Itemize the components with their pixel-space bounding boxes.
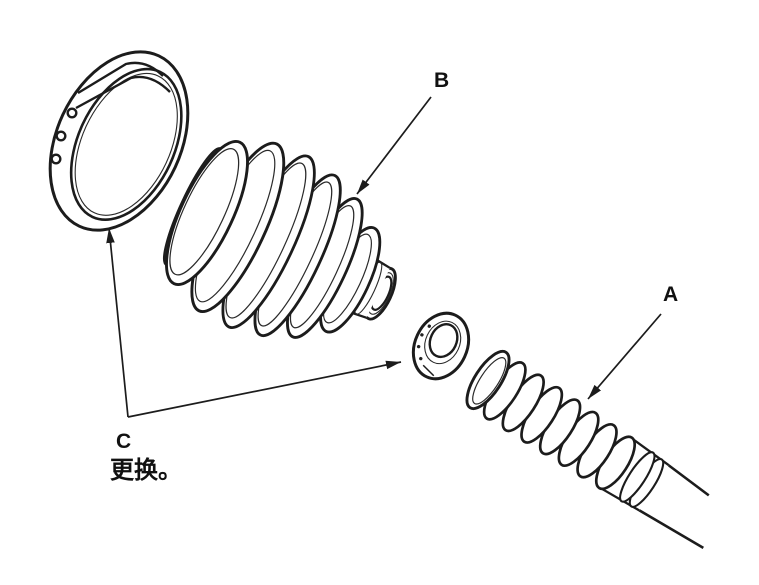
set-ring-seam [422,364,435,377]
set-ring-inner [428,323,459,359]
callout-label-a: A [663,283,679,306]
shaft-groove-ring [619,451,656,503]
shaft-top-edge [666,463,710,497]
set-ring-crimp-mark [427,324,431,328]
ridge-highlight [323,233,372,324]
boot-ridge-6 [319,226,382,334]
ridge-edge [319,226,382,334]
callout-b-arrow [356,96,432,195]
set-ring-crimp-mark [420,333,424,337]
ridge-highlight [289,204,355,329]
boot-ridge-1 [165,140,249,286]
ridge-highlight [194,149,276,303]
shaft-end-cap [465,349,511,411]
ridge-highlight [169,148,240,276]
shaft-end-cap-contour [472,357,507,405]
band-hole [50,153,62,165]
set-ring-crimp-mark [419,356,423,361]
ridge-edge [165,140,249,286]
callout-label-b: B [434,69,450,92]
boot-band-clamp [48,50,190,232]
callout-a-arrow [587,313,662,400]
replace-note: 更换。 [110,457,182,484]
ridge-edge [286,197,364,339]
band-buckle-lower-edge [75,75,171,110]
band-hole [66,107,78,119]
drive-shaft [465,349,710,549]
set-ring [411,311,471,381]
set-ring-inner-contour [424,320,462,365]
ridge-edge [190,141,286,313]
callout-c-arrow-to-band [106,227,129,418]
boot-neck-step [354,261,383,315]
band-hole [55,130,67,142]
ridge-edge [253,173,342,338]
cv-boot [162,140,397,339]
callout-label-c: C [116,430,132,453]
boot-ridge-5 [286,197,364,339]
band-buckle-upper-edge [77,61,164,95]
boot-ridge-2 [190,141,286,313]
band-inner-contour [74,72,178,216]
set-ring-crimp-mark [416,344,421,349]
callout-c-arrow-to-ring [127,360,402,418]
shaft-bottom-edge [637,508,704,549]
